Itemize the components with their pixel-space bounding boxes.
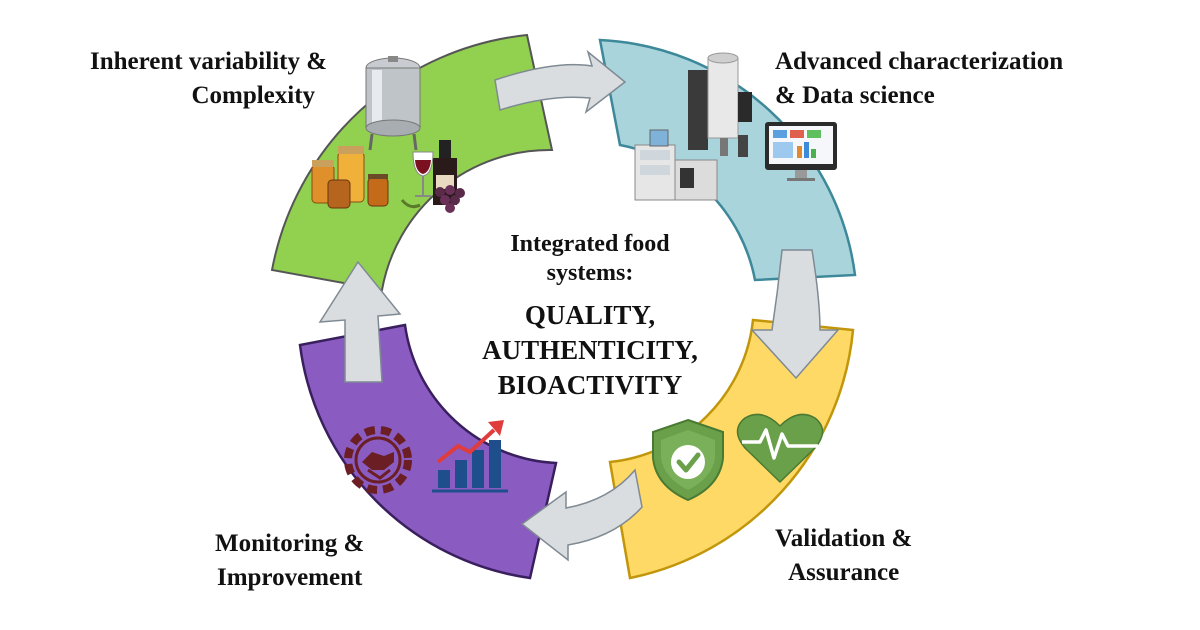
center-line-2: systems: [546, 260, 634, 286]
arrow-left [318, 260, 402, 383]
grapes-icon [400, 185, 465, 213]
wine-glass-icon [412, 151, 434, 197]
arrow-top [494, 49, 627, 114]
heart-pulse-icon [736, 413, 824, 484]
nmr-spectrometer-icon [688, 52, 752, 157]
center-line-1: Integrated food [510, 231, 670, 257]
label-tr-line-1: Advanced characterization [775, 48, 1064, 75]
label-monitoring-improvement: Monitoring & Improvement [215, 527, 364, 595]
steel-tank-icon [365, 56, 421, 151]
center-line-3: QUALITY, [524, 300, 656, 330]
arrow-right [750, 249, 840, 380]
gear-handshake-icon [344, 426, 412, 494]
label-advanced-characterization: Advanced characterization & Data science [775, 45, 1063, 113]
label-br-line-2: Assurance [788, 559, 900, 586]
label-br-line-1: Validation & [775, 525, 913, 552]
center-line-4: AUTHENTICITY, [482, 335, 698, 365]
label-validation-assurance: Validation & Assurance [775, 522, 912, 590]
label-tr-line-2: & Data science [775, 82, 935, 109]
data-monitor-icon [765, 122, 837, 181]
shield-check-icon [652, 418, 724, 502]
label-bl-line-2: Improvement [216, 564, 363, 591]
center-line-5: BIOACTIVITY [497, 370, 683, 400]
label-tl-line-2: Complexity [191, 82, 316, 109]
honey-jars-icon [311, 146, 389, 209]
label-bl-line-1: Monitoring & [215, 530, 365, 557]
growth-bar-chart-icon [432, 420, 508, 493]
segment-bottom-left [298, 323, 558, 580]
label-inherent-variability: Inherent variability & Complexity [90, 45, 327, 113]
hplc-instrument-icon [634, 129, 718, 201]
label-tl-line-1: Inherent variability & [90, 48, 328, 75]
center-title: Integrated food systems: QUALITY, AUTHEN… [440, 230, 740, 403]
arrow-bottom [520, 468, 643, 562]
